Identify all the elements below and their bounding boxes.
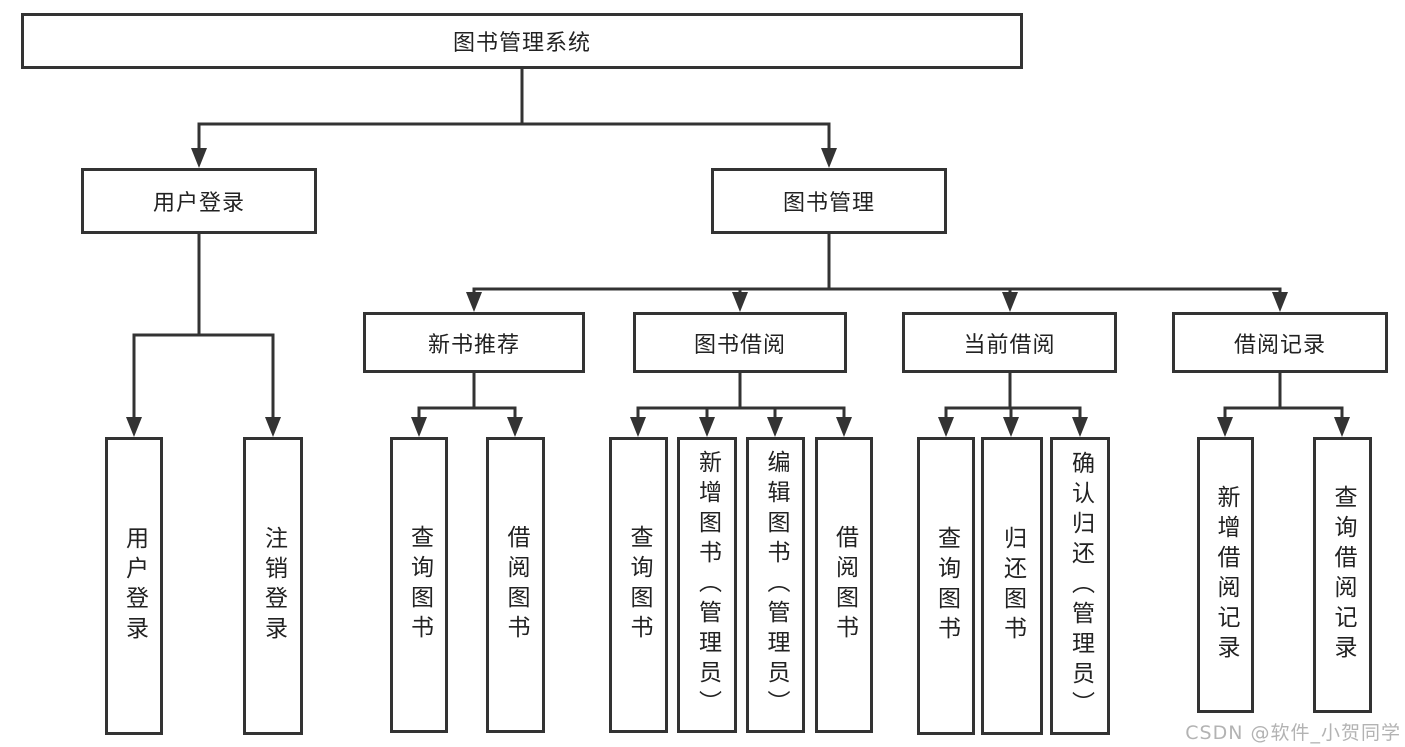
leaf-add-borrow-record: 新增借阅记录: [1197, 437, 1254, 713]
node-user-login: 用户登录: [81, 168, 317, 234]
connector-root: [197, 69, 831, 150]
node-new-book-recommend-label: 新书推荐: [427, 332, 520, 358]
leaf-confirm-return-admin-label: 确认归还（管理员）: [1067, 451, 1094, 721]
connector-book-management: [472, 234, 1282, 296]
leaf-confirm-return-admin: 确认归还（管理员）: [1050, 437, 1110, 735]
leaf-borrow-books: 借阅图书: [815, 437, 873, 733]
leaf-borrow-query-books: 查询图书: [609, 437, 668, 733]
node-user-login-label: 用户登录: [152, 191, 245, 216]
node-root: 图书管理系统: [21, 13, 1023, 69]
leaf-recommend-borrow-books: 借阅图书: [486, 437, 545, 733]
leaf-add-books-admin: 新增图书（管理员）: [677, 437, 737, 733]
node-current-borrow: 当前借阅: [902, 312, 1117, 373]
leaf-return-books-label: 归还图书: [999, 526, 1026, 646]
node-book-management-label: 图书管理: [782, 191, 875, 216]
leaf-logout: 注销登录: [243, 437, 303, 735]
connector-book-borrow: [636, 373, 846, 421]
leaf-recommend-query-books: 查询图书: [390, 437, 448, 733]
connector-user-login: [132, 234, 275, 421]
node-borrow-records: 借阅记录: [1172, 312, 1388, 373]
leaf-recommend-query-books-label: 查询图书: [406, 525, 433, 645]
leaf-borrow-books-label: 借阅图书: [831, 525, 858, 645]
node-current-borrow-label: 当前借阅: [963, 332, 1056, 358]
node-book-management: 图书管理: [711, 168, 947, 234]
leaf-user-login-label: 用户登录: [121, 526, 148, 646]
csdn-watermark: CSDN @软件_小贺同学: [1185, 722, 1401, 744]
leaf-edit-books-admin-label: 编辑图书（管理员）: [763, 450, 789, 720]
connector-current-borrow: [944, 373, 1082, 421]
leaf-current-query-books-label: 查询图书: [933, 526, 960, 646]
leaf-user-login: 用户登录: [105, 437, 163, 735]
leaf-query-borrow-record: 查询借阅记录: [1313, 437, 1372, 713]
node-new-book-recommend: 新书推荐: [363, 312, 585, 373]
arrowheads: [126, 148, 1350, 437]
leaf-logout-label: 注销登录: [260, 526, 287, 646]
leaf-add-borrow-record-label: 新增借阅记录: [1213, 485, 1239, 665]
leaf-query-borrow-record-label: 查询借阅记录: [1330, 485, 1356, 665]
node-root-label: 图书管理系统: [452, 31, 591, 56]
node-borrow-records-label: 借阅记录: [1233, 332, 1326, 358]
leaf-recommend-borrow-books-label: 借阅图书: [503, 525, 529, 645]
connector-new-book-recommend: [417, 373, 517, 421]
leaf-borrow-query-books-label: 查询图书: [626, 525, 652, 645]
leaf-edit-books-admin: 编辑图书（管理员）: [746, 437, 805, 733]
node-book-borrow-label: 图书借阅: [693, 332, 786, 358]
leaf-current-query-books: 查询图书: [917, 437, 975, 735]
leaf-add-books-admin-label: 新增图书（管理员）: [694, 450, 721, 720]
connector-borrow-records: [1223, 373, 1344, 421]
node-book-borrow: 图书借阅: [633, 312, 847, 373]
leaf-return-books: 归还图书: [981, 437, 1043, 735]
